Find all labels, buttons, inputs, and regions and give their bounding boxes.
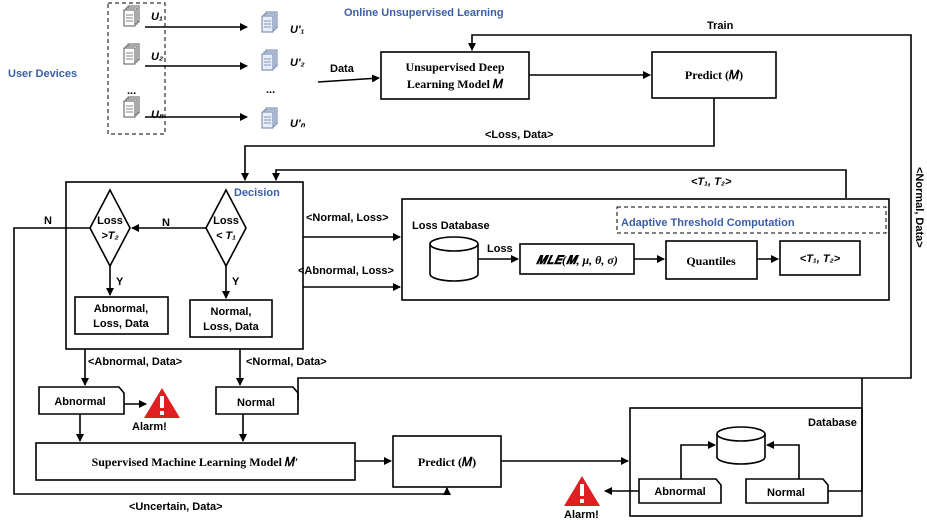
loss-data-line xyxy=(241,98,715,181)
loss-lt-t1-line1: Loss xyxy=(213,215,239,227)
train-loop-line xyxy=(468,34,912,362)
loss-data-label: <Loss, Data> xyxy=(485,129,553,141)
abnormal-loss-label: <Abnormal, Loss> xyxy=(298,265,394,277)
decision-title: Decision xyxy=(234,187,280,199)
y-label-normal: Y xyxy=(232,276,240,288)
online-learning-title: Online Unsupervised Learning xyxy=(344,7,504,19)
unsupervised-model-line1: Unsupervised Deep xyxy=(405,60,504,74)
thresholds-box xyxy=(779,240,861,276)
data-arrow xyxy=(317,74,380,83)
document-stack-icon xyxy=(261,49,278,71)
supervised-model-label: Supervised Machine Learning Model 𝑀′ xyxy=(92,455,299,469)
loss-database-label: Loss Database xyxy=(412,220,490,232)
abnormal-data-label: <Abnormal, Data> xyxy=(88,356,182,368)
mle-label: 𝑴𝑳𝑬(𝑴, μ, θ, σ) xyxy=(535,253,618,267)
database-cylinder-icon xyxy=(429,236,479,282)
predict-bottom-label: Predict (𝑀) xyxy=(418,455,476,469)
document-stack-icon xyxy=(261,11,278,33)
document-stack-icon xyxy=(123,43,140,65)
normal-data-label: <Normal, Data> xyxy=(246,356,327,368)
adaptive-threshold-title: Adaptive Threshold Computation xyxy=(621,217,795,229)
database-normal-label: Normal xyxy=(767,487,805,499)
unsupervised-model-line2: Learning Model 𝑀 xyxy=(407,77,504,91)
normal-result-line1: Normal, xyxy=(211,306,252,318)
device-un-label: Uₙ xyxy=(151,109,164,121)
user-devices-title: User Devices xyxy=(8,68,77,80)
device-u1-prime-label: U'₁ xyxy=(290,24,305,36)
quantiles-box xyxy=(665,240,758,280)
supervised-model-box xyxy=(35,442,356,481)
device-prime-dots: ... xyxy=(266,84,275,96)
unsupervised-model-box xyxy=(380,51,530,100)
alarm-label-2: Alarm! xyxy=(564,509,599,521)
user-devices-group xyxy=(107,2,166,135)
normal-document xyxy=(215,386,299,415)
predict-top-label: Predict (𝑀) xyxy=(685,68,743,82)
database-cylinder-icon xyxy=(716,426,766,465)
db-abnormal-store-arrow xyxy=(680,441,716,479)
n-label-decision: N xyxy=(162,217,170,229)
db-normal-store-arrow xyxy=(766,441,800,479)
alarm-label-1: Alarm! xyxy=(132,421,167,433)
quantiles-label: Quantiles xyxy=(686,254,736,268)
uncertain-path-line xyxy=(13,227,451,495)
loss-arrow-label: Loss xyxy=(487,243,513,255)
device-u2-label: U₂ xyxy=(151,51,163,63)
adaptive-threshold-title-frame xyxy=(616,206,887,234)
abnormal-result-box xyxy=(74,296,169,335)
normal-loss-label: <Normal, Loss> xyxy=(306,212,389,224)
predict-bottom-box xyxy=(392,435,502,488)
normal-result-box xyxy=(189,299,273,338)
normal-result-line2: Loss, Data xyxy=(203,321,260,333)
alarm-icon xyxy=(144,388,180,418)
thresholds-label: <T₁, T₂> xyxy=(800,253,841,265)
data-label: Data xyxy=(330,63,355,75)
abnormal-result-line2: Loss, Data xyxy=(93,318,150,330)
normal-feedback-line xyxy=(297,362,912,400)
threshold-feedback-label: <T₁, T₂> xyxy=(691,176,732,188)
document-stack-icon xyxy=(123,96,140,118)
y-label-abnormal: Y xyxy=(116,276,124,288)
database-normal-feedback-line xyxy=(828,378,863,492)
normal-data-side-label: <Normal, Data> xyxy=(913,167,925,248)
database-title: Database xyxy=(808,417,857,429)
device-u2-prime-label: U'₂ xyxy=(290,57,305,69)
mle-box xyxy=(519,243,635,275)
device-dots: ... xyxy=(127,85,136,97)
loss-gt-t2-line1: Loss xyxy=(97,215,123,227)
normal-document-label: Normal xyxy=(237,397,275,409)
abnormal-result-line1: Abnormal, xyxy=(94,303,148,315)
document-stack-icon xyxy=(261,107,278,129)
abnormal-document-label: Abnormal xyxy=(54,396,105,408)
uncertain-data-label: <Uncertain, Data> xyxy=(129,501,223,513)
database-abnormal-label: Abnormal xyxy=(654,486,705,498)
loss-lt-t1-line2: < T₁ xyxy=(216,230,236,242)
loss-gt-t2-line2: >T₂ xyxy=(101,230,118,242)
threshold-feedback-line xyxy=(272,169,847,198)
database-abnormal-document xyxy=(638,478,722,504)
alarm-icon xyxy=(564,476,600,506)
device-un-prime-label: U'ₙ xyxy=(290,118,306,130)
document-stack-icon xyxy=(123,5,140,27)
device-u1-label: U₁ xyxy=(151,11,163,23)
n-label-uncertain: N xyxy=(44,215,52,227)
database-normal-document xyxy=(745,478,829,504)
train-label: Train xyxy=(707,20,734,32)
